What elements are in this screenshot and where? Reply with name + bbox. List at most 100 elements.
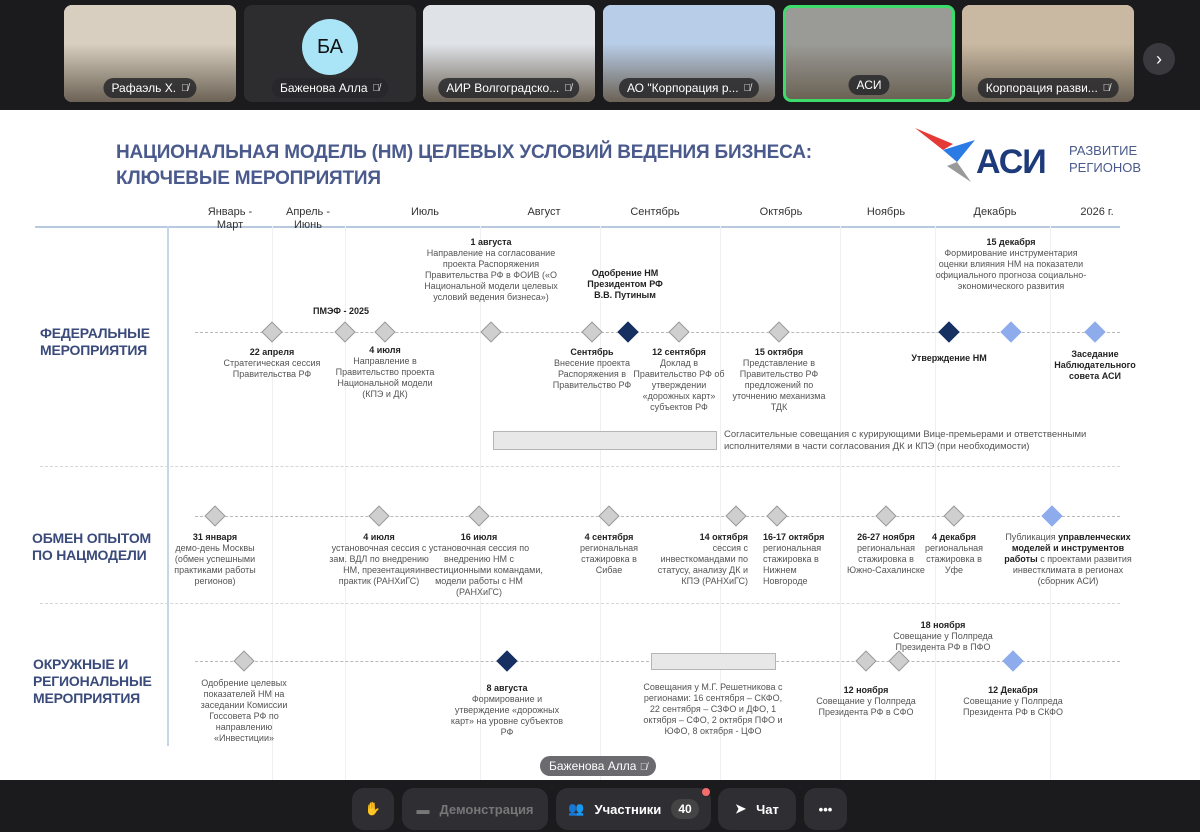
- event-text: региональная стажировка в Южно-Сахалинск…: [847, 543, 925, 575]
- event-date: 12 Декабря: [988, 685, 1038, 695]
- participant-tile[interactable]: БА Баженова Алла🎙̸: [244, 5, 416, 102]
- milestone-marker[interactable]: [1000, 321, 1022, 343]
- event-text: Совещание у Полпреда Президента РФ в СФО: [816, 696, 916, 717]
- month-gridline: [840, 226, 841, 780]
- participant-name: АО "Корпорация р...🎙̸: [618, 78, 760, 98]
- participant-name: Рафаэль Х.🎙̸: [103, 78, 197, 98]
- mic-off-icon: 🎙̸: [639, 762, 648, 773]
- event-text: Заседание Наблюдательного совета АСИ: [1054, 349, 1136, 381]
- milestone-marker[interactable]: [1002, 650, 1024, 672]
- participant-tile[interactable]: АО "Корпорация р...🎙̸: [603, 5, 775, 102]
- event-text: Стратегическая сессия Правительства РФ: [223, 358, 321, 379]
- event-text: Совещания у М.Г. Решетникова с регионами…: [643, 682, 783, 736]
- milestone-marker[interactable]: [855, 650, 877, 672]
- timeline-line: [195, 332, 1120, 333]
- event-date: 15 октября: [754, 347, 804, 357]
- event-label: Одобрение НМ Президентом РФ В.В. Путиным: [585, 268, 665, 301]
- chat-button[interactable]: ➤Чат: [718, 788, 796, 830]
- milestone-marker[interactable]: [1084, 321, 1106, 343]
- row-separator: [40, 466, 1120, 467]
- event-date: 4 июля: [363, 532, 395, 542]
- milestone-marker[interactable]: [334, 321, 356, 343]
- event-date: 12 ноября: [843, 685, 889, 695]
- milestone-marker[interactable]: [938, 321, 960, 343]
- event-label: ПМЭФ - 2025: [296, 306, 386, 317]
- next-participants-button[interactable]: ›: [1143, 43, 1175, 75]
- row-label: ОБМЕН ОПЫТОМ ПО НАЦМОДЕЛИ: [32, 530, 151, 563]
- demo-button[interactable]: ▬Демонстрация: [402, 788, 548, 830]
- milestone-marker[interactable]: [766, 505, 788, 527]
- column-divider: [167, 226, 169, 746]
- event-text: установочная сессия по внедрению НМ с ин…: [415, 543, 543, 597]
- event-text: Внесение проекта Распоряжения в Правител…: [552, 358, 632, 390]
- milestone-marker[interactable]: [768, 321, 790, 343]
- event-date: 12 сентября: [652, 347, 706, 357]
- milestone-marker[interactable]: [875, 505, 897, 527]
- month-gridline: [272, 226, 273, 780]
- more-button[interactable]: •••: [804, 788, 847, 830]
- month-label: Сентябрь: [630, 206, 680, 218]
- month-label: Ноябрь: [866, 206, 906, 218]
- event-text: ПМЭФ - 2025: [313, 306, 369, 316]
- event-text: Представление в Правительство РФ предлож…: [732, 358, 826, 412]
- event-text: Формирование инструментария оценки влиян…: [935, 248, 1087, 291]
- milestone-marker[interactable]: [888, 650, 910, 672]
- event-label: Заседание Наблюдательного совета АСИ: [1050, 349, 1140, 382]
- milestone-marker[interactable]: [725, 505, 747, 527]
- event-date: 1 августа: [470, 237, 512, 247]
- mic-off-icon: 🎙̸: [372, 82, 380, 94]
- month-label: Декабрь: [973, 206, 1017, 218]
- screen-icon: ▬: [416, 801, 430, 817]
- event-label: Утверждение НМ: [899, 353, 999, 364]
- participant-tile[interactable]: Корпорация разви...🎙̸: [962, 5, 1134, 102]
- raise-hand-button[interactable]: ✋: [352, 788, 394, 830]
- participant-name: Баженова Алла🎙̸: [272, 78, 388, 98]
- milestone-marker[interactable]: [617, 321, 639, 343]
- milestone-marker[interactable]: [233, 650, 255, 672]
- row-label: ФЕДЕРАЛЬНЫЕ МЕРОПРИЯТИЯ: [40, 325, 150, 358]
- month-label: Август: [527, 206, 561, 218]
- milestone-marker[interactable]: [368, 505, 390, 527]
- month-gridline: [1050, 226, 1051, 780]
- participant-tile[interactable]: АИР Волгоградско...🎙̸: [423, 5, 595, 102]
- milestone-marker[interactable]: [496, 650, 518, 672]
- milestone-marker[interactable]: [204, 505, 226, 527]
- event-date: 4 июля: [369, 345, 401, 355]
- milestone-marker[interactable]: [374, 321, 396, 343]
- milestone-marker[interactable]: [668, 321, 690, 343]
- event-text: сессия с инвесткомандами по статусу, ана…: [657, 543, 748, 586]
- event-text: Направление на согласование проекта Расп…: [424, 248, 558, 302]
- participant-tile[interactable]: Рафаэль Х.🎙̸: [64, 5, 236, 102]
- event-text: Одобрение НМ Президентом РФ В.В. Путиным: [587, 268, 663, 300]
- milestone-marker[interactable]: [1041, 505, 1063, 527]
- event-date: 31 января: [192, 532, 238, 542]
- slide-title: НАЦИОНАЛЬНАЯ МОДЕЛЬ (НМ) ЦЕЛЕВЫХ УСЛОВИЙ…: [116, 140, 812, 192]
- avatar: БА: [302, 19, 358, 75]
- participant-tile[interactable]: АСИ: [783, 5, 955, 102]
- mic-off-icon: 🎙̸: [743, 82, 752, 94]
- event-text: региональная стажировка в Сибае: [579, 543, 639, 575]
- federal-bar-note: Согласительные совещания с курирующими В…: [724, 429, 1087, 452]
- milestone-marker[interactable]: [480, 321, 502, 343]
- speaker-name-pill: Баженова Алла 🎙̸: [540, 756, 657, 776]
- milestone-marker[interactable]: [261, 321, 283, 343]
- event-text: демо-день Москвы (обмен успешными практи…: [174, 543, 256, 586]
- shared-slide: НАЦИОНАЛЬНАЯ МОДЕЛЬ (НМ) ЦЕЛЕВЫХ УСЛОВИЙ…: [0, 110, 1200, 780]
- milestone-marker[interactable]: [943, 505, 965, 527]
- row-separator: [40, 603, 1120, 604]
- event-date: 16-17 октября: [763, 532, 825, 542]
- milestone-marker[interactable]: [468, 505, 490, 527]
- event-label: Публикация управленческих моделей и инст…: [998, 532, 1138, 587]
- milestone-marker[interactable]: [598, 505, 620, 527]
- mic-off-icon: 🎙̸: [1102, 82, 1111, 94]
